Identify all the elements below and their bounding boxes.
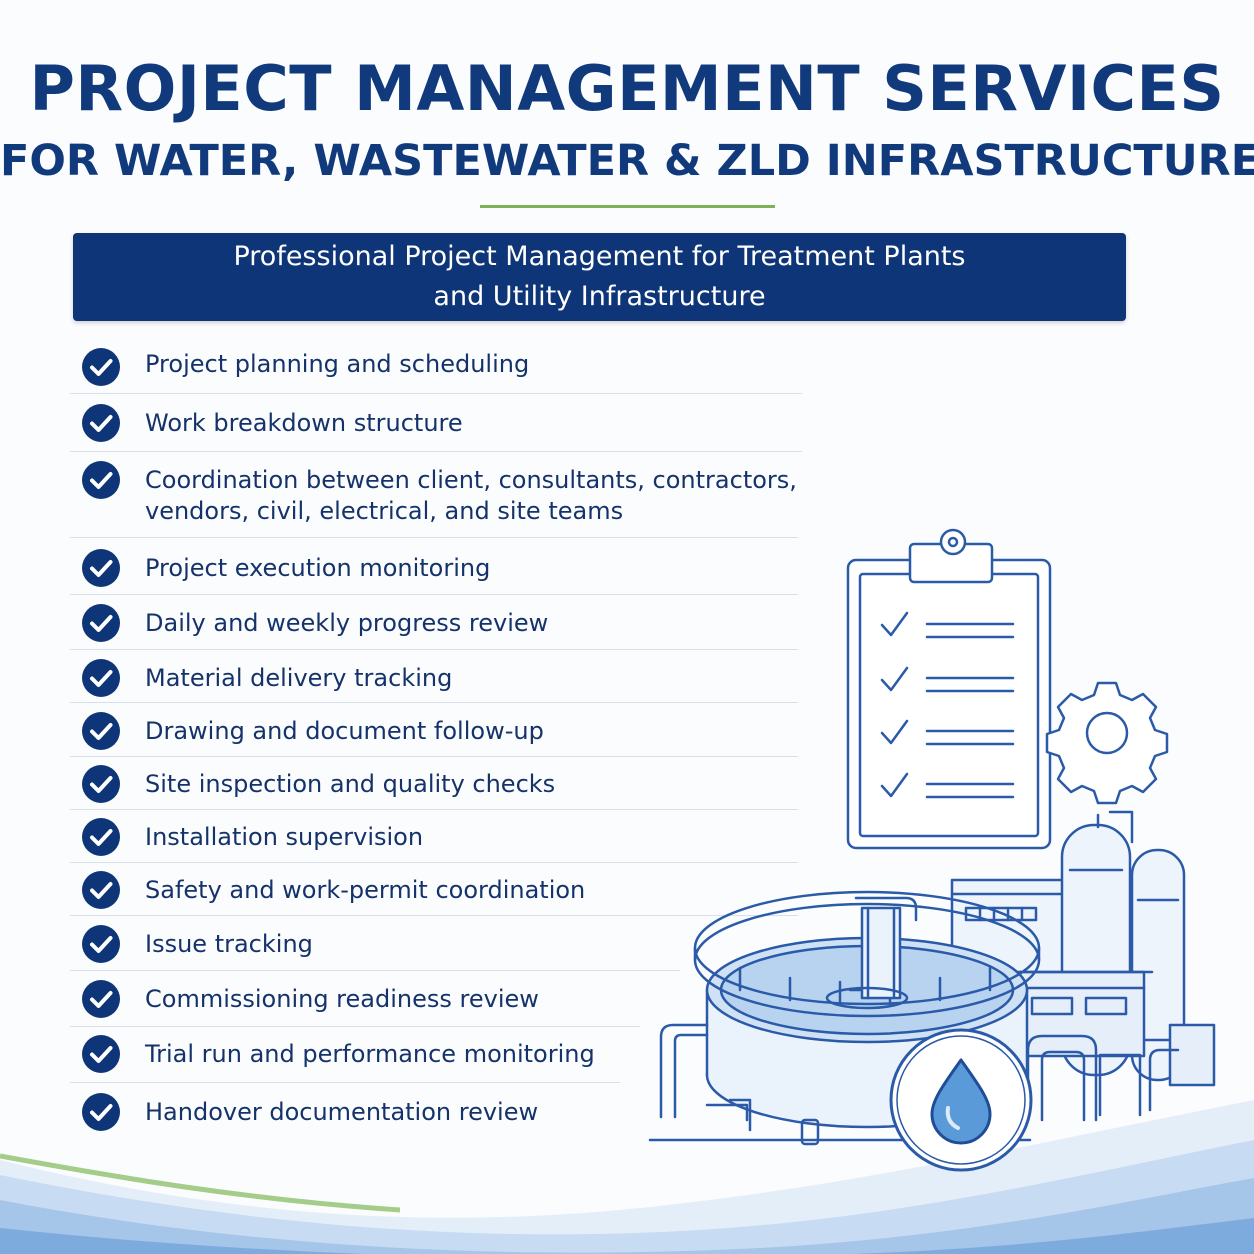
list-item-text: Site inspection and quality checks <box>145 770 556 798</box>
list-separator <box>70 702 798 703</box>
check-circle-icon <box>82 712 120 750</box>
title-divider <box>480 205 775 208</box>
page-title: PROJECT MANAGEMENT SERVICES <box>29 52 1225 125</box>
check-circle-icon <box>82 1093 120 1131</box>
industrial-plant-illustration <box>950 810 1216 1122</box>
decorative-waves <box>0 1100 1254 1254</box>
list-separator <box>70 1082 620 1083</box>
check-circle-icon <box>82 404 120 442</box>
check-circle-icon <box>82 348 120 386</box>
list-item-text: Commissioning readiness review <box>145 985 539 1013</box>
water-drop-icon <box>889 1028 1033 1172</box>
check-circle-icon <box>82 461 120 499</box>
list-item-text: Drawing and document follow-up <box>145 717 544 745</box>
list-item-text: Material delivery tracking <box>145 664 453 692</box>
page-subtitle: FOR WATER, WASTEWATER & ZLD INFRASTRUCTU… <box>0 136 1254 186</box>
list-item-text: Installation supervision <box>145 823 424 851</box>
list-item-text-continued: vendors, civil, electrical, and site tea… <box>145 497 624 525</box>
list-separator <box>70 451 802 452</box>
check-circle-icon <box>82 659 120 697</box>
list-separator <box>70 915 798 916</box>
check-circle-icon <box>82 1035 120 1073</box>
check-circle-icon <box>82 765 120 803</box>
gear-icon <box>1045 681 1169 805</box>
banner-line-1: Professional Project Management for Trea… <box>233 241 966 272</box>
list-separator <box>70 393 802 394</box>
list-item-text: Project execution monitoring <box>145 554 491 582</box>
section-banner: Professional Project Management for Trea… <box>73 233 1126 321</box>
list-separator <box>70 862 798 863</box>
list-separator <box>70 756 798 757</box>
check-circle-icon <box>82 925 120 963</box>
list-separator <box>70 594 798 595</box>
clipboard-checklist-icon <box>846 528 1052 850</box>
list-item-text: Safety and work-permit coordination <box>145 876 586 904</box>
list-item-text: Trial run and performance monitoring <box>145 1040 595 1068</box>
check-circle-icon <box>82 549 120 587</box>
list-separator <box>70 970 680 971</box>
list-item-text: Project planning and scheduling <box>145 350 530 378</box>
check-circle-icon <box>82 818 120 856</box>
banner-line-2: and Utility Infrastructure <box>433 281 766 312</box>
list-separator <box>70 809 798 810</box>
check-circle-icon <box>82 604 120 642</box>
list-separator <box>70 537 798 538</box>
list-item-text: Daily and weekly progress review <box>145 609 549 637</box>
list-separator <box>70 1026 640 1027</box>
list-item-text: Coordination between client, consultants… <box>145 466 797 494</box>
check-circle-icon <box>82 871 120 909</box>
list-item-text: Issue tracking <box>145 930 313 958</box>
list-separator <box>70 649 798 650</box>
treatment-plant-illustration <box>648 528 1216 1172</box>
list-item-text: Work breakdown structure <box>145 409 463 437</box>
list-item-text: Handover documentation review <box>145 1098 539 1126</box>
check-circle-icon <box>82 980 120 1018</box>
